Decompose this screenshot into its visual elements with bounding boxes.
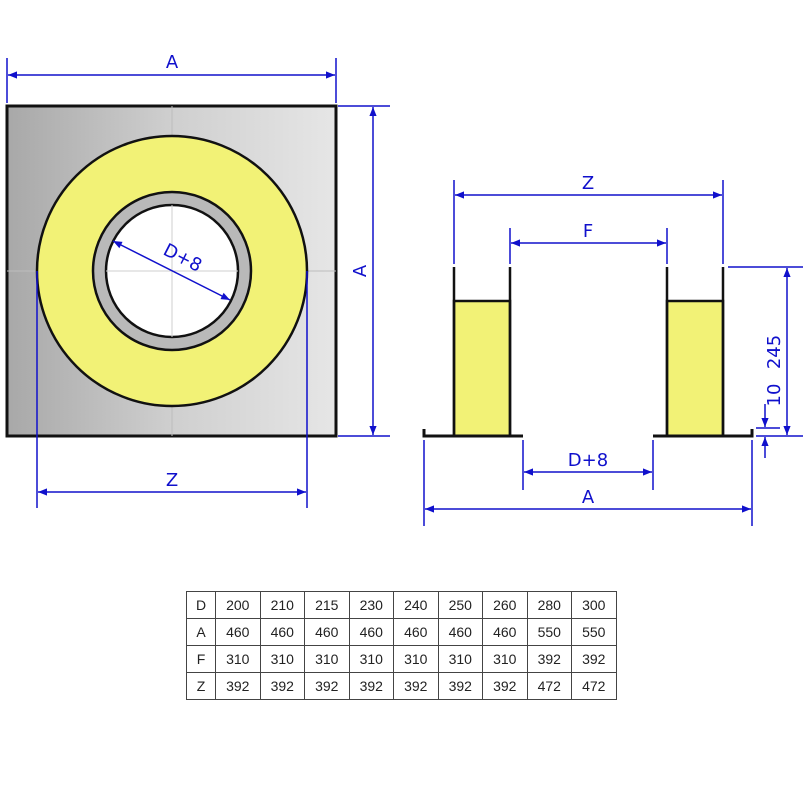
table-cell: 310	[215, 645, 261, 673]
table-cell: 240	[393, 591, 439, 619]
table-cell: 310	[304, 645, 350, 673]
technical-drawing: A A Z D+8 Z F	[5, 52, 803, 526]
table-cell: 460	[437, 618, 483, 646]
table-cell: 250	[437, 591, 483, 619]
row-header: Z	[186, 672, 216, 700]
insulation-block-right	[665, 299, 725, 438]
table-cell: 260	[482, 591, 528, 619]
table-cell: 310	[348, 645, 394, 673]
side-view-top-inner-label: F	[583, 221, 593, 242]
side-view: Z F 245 10 D+8 A	[422, 173, 803, 526]
top-view-height-label: A	[350, 264, 371, 277]
table-cell: 392	[482, 672, 528, 700]
side-view-top-outer-label: Z	[582, 173, 594, 194]
dimension-line-bore	[112, 240, 231, 301]
table-cell: 392	[259, 672, 305, 700]
base-flange-right	[653, 429, 754, 438]
row-header: D	[186, 591, 216, 619]
top-view-width-label: A	[166, 52, 179, 73]
side-view-flange-label: 10	[764, 384, 785, 407]
table-cell: 392	[526, 645, 572, 673]
table-cell: 310	[437, 645, 483, 673]
table-cell: 392	[215, 672, 261, 700]
row-header: F	[186, 645, 216, 673]
table-cell: 310	[482, 645, 528, 673]
table-cell: 215	[304, 591, 350, 619]
insulation-block-left	[452, 299, 512, 438]
table-cell: 230	[348, 591, 394, 619]
row-header: A	[186, 618, 216, 646]
base-flange-left	[422, 429, 523, 438]
side-view-bottom-inner-label: D+8	[568, 450, 608, 471]
top-view-bottom-label: Z	[166, 470, 178, 491]
table-cell: 550	[571, 618, 617, 646]
table-cell: 460	[482, 618, 528, 646]
table-cell: 392	[437, 672, 483, 700]
table-cell: 392	[348, 672, 394, 700]
table-cell: 310	[393, 645, 439, 673]
table-cell: 550	[526, 618, 572, 646]
table-cell: 460	[259, 618, 305, 646]
table-cell: 300	[571, 591, 617, 619]
table-cell: 310	[259, 645, 305, 673]
table-cell: 460	[348, 618, 394, 646]
table-cell: 472	[571, 672, 617, 700]
top-view: A A Z D+8	[5, 52, 390, 508]
table-cell: 210	[259, 591, 305, 619]
table-cell: 392	[571, 645, 617, 673]
table-cell: 460	[393, 618, 439, 646]
side-view-bottom-outer-label: A	[582, 487, 595, 508]
table-cell: 280	[526, 591, 572, 619]
table-cell: 472	[526, 672, 572, 700]
table-cell: 392	[393, 672, 439, 700]
table-cell: 460	[304, 618, 350, 646]
side-view-height-label: 245	[764, 335, 785, 369]
table-cell: 392	[304, 672, 350, 700]
table-cell: 200	[215, 591, 261, 619]
table-cell: 460	[215, 618, 261, 646]
